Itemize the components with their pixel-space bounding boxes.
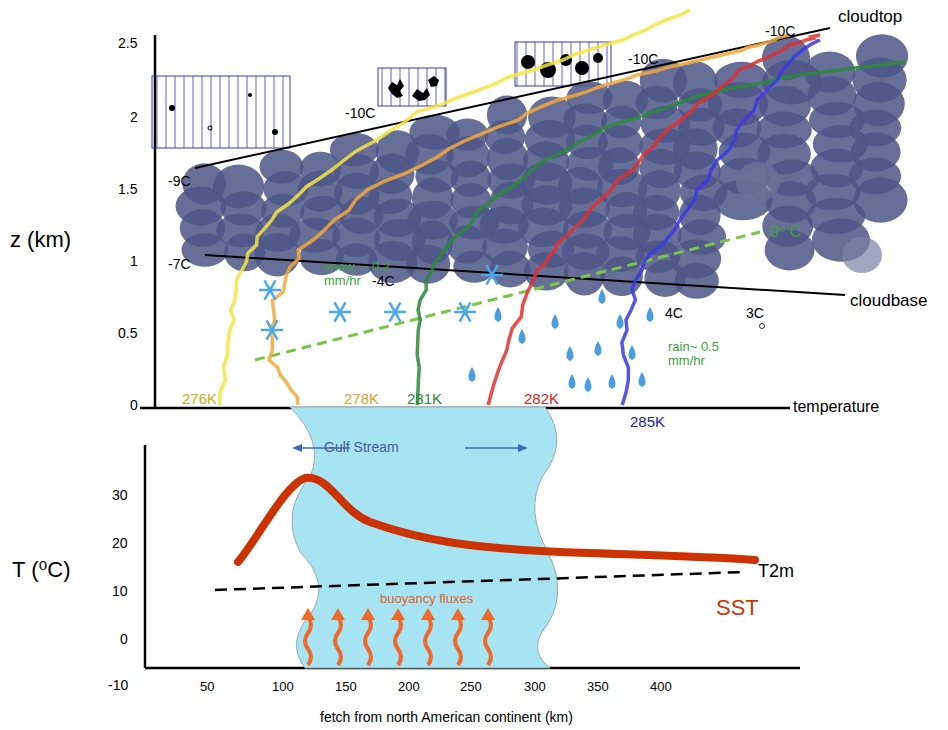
raindrop (495, 307, 502, 322)
curve-label: T2m (758, 562, 794, 582)
raindrop (609, 374, 616, 389)
flux-arrowhead (301, 608, 315, 620)
temperature-profile (622, 40, 820, 405)
cloud-blob (259, 150, 303, 184)
profile-label: 281K (407, 391, 442, 408)
isotherm-label: -4C (372, 274, 395, 289)
raindrop (585, 377, 592, 392)
tick-label: 400 (650, 680, 672, 694)
tick-label: 10 (112, 584, 128, 599)
temperature-profile (269, 35, 790, 405)
snowflake (335, 302, 346, 321)
raindrop (617, 314, 624, 329)
cloud-blob (213, 165, 264, 209)
profile-label: 282K (524, 391, 559, 408)
profile-label: 278K (344, 391, 379, 408)
tick-label: 0 (120, 632, 128, 647)
cloud-blob (330, 133, 379, 167)
raindrop (599, 289, 606, 304)
flux-arrowhead (361, 608, 375, 620)
flux-arrowhead (481, 608, 495, 620)
cloud-blob (736, 162, 780, 202)
tick-label: 300 (524, 680, 546, 694)
snowflake (460, 302, 471, 321)
snowflake (267, 320, 278, 339)
temperature-profile (220, 10, 690, 405)
snowflake (487, 265, 498, 284)
tick-label: 250 (460, 680, 482, 694)
tick-label: 2.5 (118, 36, 137, 51)
flux-arrowhead (421, 608, 435, 620)
freezing-level-label: 0⁰ C (770, 223, 801, 241)
raindrop (519, 329, 526, 344)
snowflake (335, 302, 346, 321)
raindrop (629, 345, 636, 360)
isotherm-label: -7C (168, 257, 191, 272)
flux-arrow (425, 617, 431, 665)
tick-label: 50 (200, 680, 214, 694)
raindrop (569, 374, 576, 389)
snowflake (265, 280, 276, 299)
isotherm-label: 4C (665, 306, 683, 321)
isotherm-label: -10C (345, 106, 375, 121)
snowflake (390, 302, 401, 321)
flux-arrow (485, 617, 491, 665)
snowflake (267, 320, 278, 339)
tick-label: 150 (335, 680, 357, 694)
isotherm-label: 3C (746, 306, 764, 321)
isotherm-label: -9C (168, 174, 191, 189)
cloud-blob (856, 34, 908, 77)
isotherm-label: -10C (765, 24, 795, 39)
tick-label: 20 (112, 536, 128, 551)
tick-label: 0.5 (118, 326, 137, 341)
tick-label: 0 (130, 398, 138, 413)
tick-label: 1.5 (118, 182, 137, 197)
node-note: buoyancy fluxes (380, 592, 473, 606)
raindrop (552, 314, 559, 329)
snowflake (487, 265, 498, 284)
precip-note: rain~ 0.5 mm/hr (668, 340, 746, 369)
profile-label: 276K (182, 391, 217, 408)
tick-label: 350 (587, 680, 609, 694)
flux-arrow (395, 617, 401, 665)
raindrop (647, 307, 654, 322)
axis-title: z (km) (10, 228, 71, 252)
curve-label: SST (716, 596, 759, 620)
flux-arrowhead (391, 608, 405, 620)
raindrop (639, 372, 646, 387)
tick-label: -10 (108, 678, 128, 693)
isotherm-label: -10C (628, 52, 658, 67)
raindrop (469, 367, 476, 382)
snowflake (265, 280, 276, 299)
profile-label: 285K (630, 414, 665, 431)
temperature-profile (488, 35, 820, 405)
node-heading: Gulf Stream (324, 440, 399, 455)
flux-arrow (365, 617, 371, 665)
axis-label: temperature (793, 398, 879, 416)
flux-arrowhead (331, 608, 345, 620)
raindrop (595, 341, 602, 356)
tick-label: 30 (112, 488, 128, 503)
tick-label: 1 (130, 254, 138, 269)
line-label: cloudbase (850, 292, 928, 311)
precip-note: snow, ~ 0.2 mm/hr (324, 260, 412, 289)
tick-label: 200 (398, 680, 420, 694)
axis-title: fetch from north American continent (km) (320, 710, 573, 725)
snowflake (460, 302, 471, 321)
line-label: cloudtop (838, 8, 902, 27)
snowflake (390, 302, 401, 321)
flux-arrow (305, 617, 311, 665)
flux-arrowhead (451, 608, 465, 620)
flux-arrow (455, 617, 461, 665)
tick-label: 100 (272, 680, 294, 694)
cloud-blob (842, 237, 882, 273)
flux-arrow (335, 617, 341, 665)
temperature-profile (417, 62, 905, 405)
tick-label: 2 (130, 110, 138, 125)
axis-title: T (⁰C) (12, 558, 71, 582)
raindrop (567, 346, 574, 361)
